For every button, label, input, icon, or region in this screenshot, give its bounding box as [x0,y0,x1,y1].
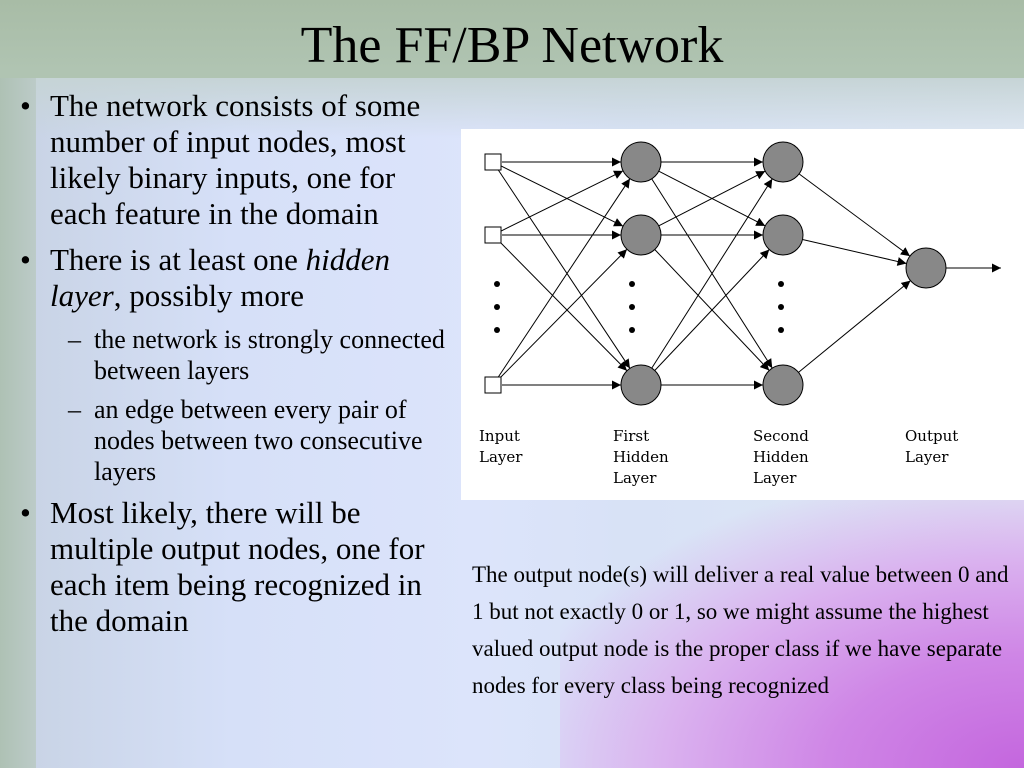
hidden1-node [620,364,662,406]
network-diagram-svg: Input Layer First Hidden Layer Second Hi… [479,141,1001,487]
ellipsis-dot [629,327,635,333]
edge-input-hidden1 [497,178,631,378]
bullet-marker: • [20,88,31,123]
bullet-text-pre: There is at least one [50,242,306,277]
ellipsis-dot [494,327,500,333]
output-layer-label: Output Layer [905,427,963,466]
ellipsis-dot [778,304,784,310]
bullet-item: • Most likely, there will be multiple ou… [14,495,454,639]
ellipsis-dot [494,304,500,310]
network-edges [497,157,1001,390]
edge-hidden1-hidden2 [658,170,766,227]
edge-hidden2-output [802,239,907,266]
hidden1-node [620,141,662,183]
sub-bullet-item: – the network is strongly connected betw… [14,324,454,386]
edge-hidden2-output [798,280,911,373]
ellipsis-dot [778,327,784,333]
input-node [484,376,502,394]
ellipsis-dots [494,281,784,333]
network-diagram: Input Layer First Hidden Layer Second Hi… [461,129,1024,500]
edge-input-hidden1 [500,165,624,227]
background-accent [560,500,1024,768]
sub-bullet-text: an edge between every pair of nodes betw… [94,395,423,486]
sub-bullet-marker: – [68,395,81,424]
output-note: The output node(s) will deliver a real v… [472,562,1009,698]
input-node [484,153,502,171]
hidden2-node [762,141,804,183]
hidden2-node [762,364,804,406]
bullet-marker: • [20,242,31,277]
network-nodes [484,141,947,406]
first-hidden-layer-label: First Hidden Layer [613,427,673,487]
bullet-list: • The network consists of some number of… [14,88,454,649]
edge-hidden1-hidden2 [651,178,773,369]
slide-title: The FF/BP Network [300,17,724,74]
edge-input-hidden1 [500,170,624,232]
ellipsis-dot [629,304,635,310]
ellipsis-dot [629,281,635,287]
edge-input-hidden1 [497,169,631,369]
background-left-edge [0,78,36,768]
sub-bullet-marker: – [68,325,81,354]
ellipsis-dot [494,281,500,287]
bullet-text: The network consists of some number of i… [50,88,421,231]
bullet-text-emphasis: hidden layer [50,242,391,313]
bullet-text: Most likely, there will be multiple outp… [50,495,425,638]
ellipsis-dot [778,281,784,287]
sub-bullet-item: – an edge between every pair of nodes be… [14,394,454,487]
edge-hidden2-output [798,173,911,257]
edge-input-hidden1 [498,241,628,372]
bullet-marker: • [20,495,31,530]
bullet-item: • There is at least one hidden layer, po… [14,242,454,314]
hidden1-node [620,214,662,256]
second-hidden-layer-label: Second Hidden Layer [753,427,814,487]
edge-input-hidden1 [498,248,628,379]
hidden2-node [762,214,804,256]
bullet-item: • The network consists of some number of… [14,88,454,232]
sub-bullet-text: the network is strongly connected betwee… [94,325,445,385]
output-node [905,247,947,289]
input-layer-label: Input Layer [479,427,525,466]
bullet-text-post: , possibly more [113,278,305,313]
input-node [484,226,502,244]
edge-hidden1-hidden2 [654,249,770,371]
